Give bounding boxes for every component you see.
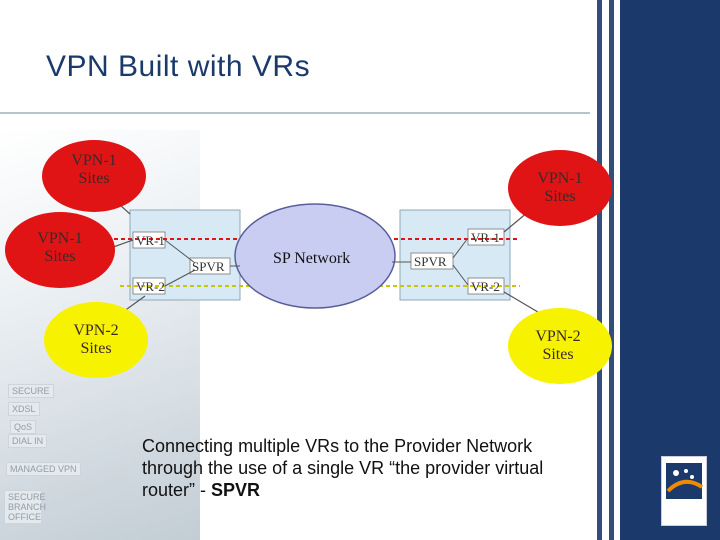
vr1-right-box [467, 228, 505, 246]
connector [164, 239, 196, 264]
vpn1-top-left-site [42, 140, 146, 212]
bg-tag: SECURE BRANCH OFFICE [4, 490, 46, 524]
decorative-stripes [590, 0, 620, 540]
vr2-left-label: VR-2 [136, 279, 165, 294]
connector [452, 264, 469, 286]
slide-title: VPN Built with VRs [46, 50, 311, 83]
bg-tag: DIAL IN [8, 434, 48, 448]
connector [164, 269, 196, 287]
caption-text: Connecting multiple VRs to the Provider … [142, 436, 544, 500]
title-divider [0, 112, 590, 114]
right-brand-bar [620, 0, 720, 540]
vr2-right-label: VR-2 [471, 279, 500, 294]
spvr-right-box [410, 252, 454, 270]
vpn1-right-site [508, 150, 612, 226]
slide-caption: Connecting multiple VRs to the Provider … [142, 435, 562, 501]
vpn2-left-site [44, 302, 148, 378]
vr1-left-label: VR-1 [136, 233, 165, 248]
bg-tag: MANAGED VPN [6, 462, 81, 476]
vpn1-left-site [5, 212, 115, 288]
logo-icon [666, 463, 704, 499]
vpn2-right-site [508, 308, 612, 384]
caption-bold-spvr: SPVR [211, 480, 261, 500]
bg-tag: QoS [10, 420, 37, 434]
spvr-right-label: SPVR [414, 254, 447, 269]
cosine-logo [661, 456, 707, 526]
vr1-right-label: VR-1 [471, 230, 500, 245]
sp-network-cloud [234, 203, 396, 309]
connector [452, 237, 469, 259]
bg-tag: SECURE [8, 384, 54, 398]
spvr-left-label: SPVR [192, 259, 225, 274]
bg-tag: XDSL [8, 402, 40, 416]
sp-network-label: SP Network [273, 250, 351, 267]
